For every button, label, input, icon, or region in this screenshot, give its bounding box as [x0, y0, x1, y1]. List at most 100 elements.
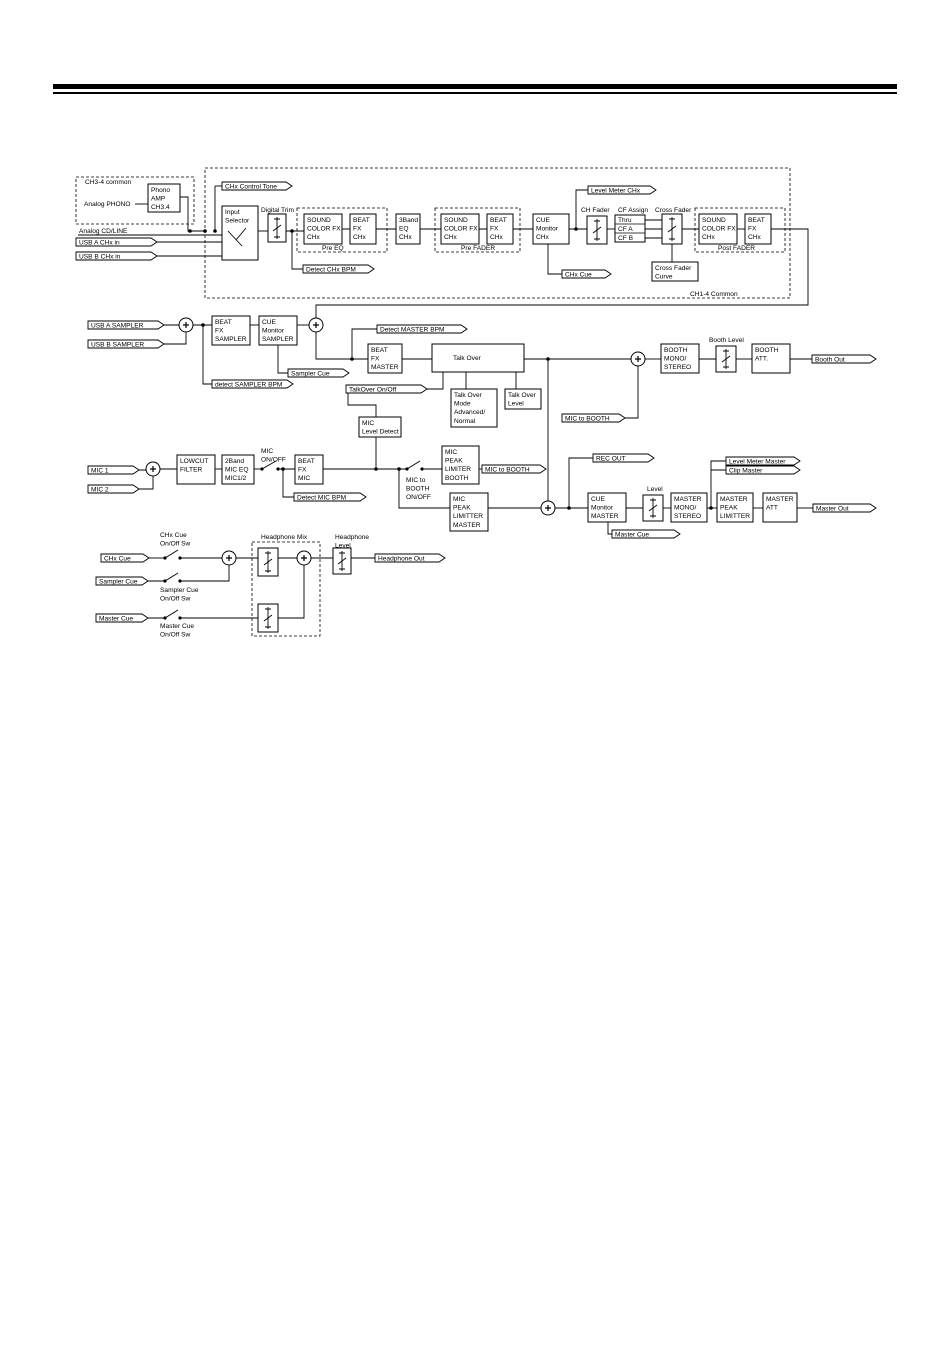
sampler-cue-tag [287, 368, 350, 378]
beat-fx-master-box-label: FX [371, 356, 380, 363]
talkover-onoff-down-wire [347, 389, 377, 417]
beat-fx-pre-eq-box-label: BEAT [353, 217, 370, 224]
headphone-mix-label: Headphone Mix [261, 534, 308, 541]
ch34-common-label: CH3-4 common [85, 179, 132, 186]
beat-fx-mic-box-label: FX [298, 467, 307, 474]
mic-peak-limiter-master-box-label: MIC [453, 496, 465, 503]
talk-over-mode-box-label: Talk Over [454, 392, 483, 399]
beat-fx-post-fader-box-label: FX [748, 226, 757, 233]
booth-mono-stereo-box-label: BOOTH [664, 347, 688, 354]
beat-fx-post-fader-box-label: CHx [748, 234, 762, 241]
rec-out-tag [592, 453, 655, 463]
cue-monitor-chx-box [532, 213, 570, 245]
mic1-tag [87, 465, 140, 475]
master-level-fader-symbol [648, 498, 658, 518]
beat-fx-mic-box-label: BEAT [298, 458, 315, 465]
cue-monitor-master-box-label: CUE [591, 496, 606, 503]
master-cue-switch [164, 609, 179, 619]
digital-trim-label: Digital Trim [261, 207, 294, 214]
mic-peak-limiter-master-box [449, 492, 489, 532]
detect-chx-bpm-tag [302, 264, 375, 274]
sampler-cue-sw-out-wire [180, 565, 230, 582]
master-peak-limiter-box-label: MASTER [720, 496, 748, 503]
detect-master-bpm-tag-label: Detect MASTER BPM [380, 326, 445, 333]
talkover-onoff-tag-label: TalkOver On/Off [349, 386, 396, 393]
headphone-out-tag [374, 553, 446, 563]
detect-mic-wire [282, 469, 294, 498]
booth-att-box [751, 343, 791, 374]
junction-dot [281, 467, 285, 471]
usb-b-sampler-tag-label: USB B SAMPLER [91, 341, 144, 348]
cue-monitor-master-box-label: Monitor [591, 505, 614, 512]
cf-assign-label: CF Assign [618, 207, 648, 214]
mic-level-detect-box-label: Level Detect [362, 429, 399, 436]
junction-dot [188, 229, 192, 233]
mic-to-booth-switch [406, 460, 421, 470]
eq-3band-box-label: 3Band [399, 217, 418, 224]
detect-master-bpm-tag [376, 324, 468, 334]
sampler-cue-in-tag-label: Sampler Cue [99, 578, 138, 585]
sound-color-fx-pre-fader-box-label: SOUND [444, 217, 468, 224]
channel-to-master-wire [315, 228, 809, 318]
ch1-4-common-label: CH1-4 Common [690, 291, 738, 298]
beat-fx-pre-fader-box-label: FX [490, 226, 499, 233]
cf-assign-wires [645, 219, 662, 239]
eq-3band-box-label: CHx [399, 234, 413, 241]
mic-onoff-label: ON/OFF [261, 457, 286, 464]
sampler-cue-wire [277, 345, 288, 374]
cue-monitor-chx-box-label: Monitor [536, 226, 559, 233]
cf-assign-box [614, 214, 646, 243]
mic-level-detect-box [358, 416, 402, 438]
sampler-cue-switch-contact [163, 579, 167, 583]
usb-b-sampler-tag [87, 339, 165, 349]
chx-cue-switch [164, 549, 179, 559]
booth-mono-stereo-box-label: STEREO [664, 364, 691, 371]
chx-cue-tag [561, 269, 612, 279]
sound-color-fx-pre-eq-box-label: CHx [307, 234, 321, 241]
sound-color-fx-pre-eq-box-label: SOUND [307, 217, 331, 224]
header-rule-thin [53, 92, 897, 94]
beat-fx-master-box [367, 343, 403, 374]
nodes-layer [75, 181, 877, 633]
cross-fader-curve-box [651, 261, 699, 282]
usb-b-chx-in-tag [75, 251, 158, 261]
ch3-4-common-frame [75, 176, 195, 225]
wires-layer [78, 185, 813, 619]
master-att-box [762, 492, 798, 523]
booth-sum-plus [635, 356, 641, 362]
talk-over-mode-box-label: Advanced/ [454, 409, 485, 416]
lowcut-filter-box [176, 454, 216, 485]
cross-fader-curve-box-label: Cross Fader [655, 265, 692, 272]
master-cue-switch-contact [178, 616, 182, 620]
level-meter-chx-tag [587, 185, 657, 195]
cue-monitor-sampler-box-label: Monitor [262, 328, 285, 335]
beat-fx-sampler-box [211, 315, 251, 346]
mic-peak-limiter-booth-box-label: BOOTH [445, 475, 469, 482]
ch1-4-common-frame [204, 167, 791, 299]
rec-out-wire [568, 457, 593, 508]
headphone-sum-plus [301, 555, 307, 561]
phono-amp-box-label: CH3.4 [151, 204, 170, 211]
sound-color-fx-pre-fader-box-label: CHx [444, 234, 458, 241]
output-sum-plus [545, 505, 551, 511]
detect-bpm-wire [291, 231, 303, 270]
post-fader-frame [694, 207, 786, 253]
pre-fader-frame [434, 207, 521, 253]
beat-fx-pre-eq-box-label: CHx [353, 234, 367, 241]
cf-assign-option: CF A [618, 226, 633, 233]
chx-cue-sw-label: CHx Cue [160, 532, 187, 539]
master-peak-limiter-box-label: LIMITTER [720, 513, 750, 520]
mic-peak-limiter-booth-box-label: LIMITER [445, 466, 471, 473]
level-label: Level [647, 486, 663, 493]
beat-fx-mic-box-label: MIC [298, 475, 310, 482]
phono-amp-box [147, 183, 181, 213]
level-meter-master-tag [725, 456, 801, 466]
master-att-box-label: MASTER [766, 496, 794, 503]
talk-over-level-box-label: Talk Over [508, 392, 537, 399]
sampler-cue-sw-label: On/Off Sw [160, 596, 191, 603]
chx-cue-switch-contact [163, 556, 167, 560]
clip-master-tag [725, 465, 801, 475]
master-cue-in-tag [95, 613, 149, 623]
analog-cd-line-label: Analog CD/LINE [79, 228, 128, 235]
eq-3band-box-label: EQ [399, 226, 409, 233]
